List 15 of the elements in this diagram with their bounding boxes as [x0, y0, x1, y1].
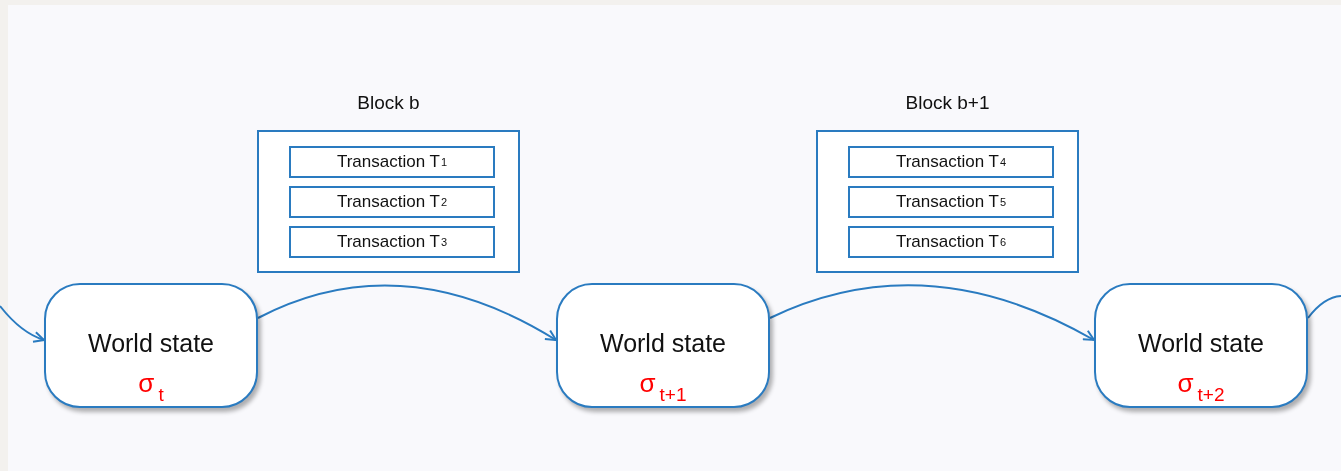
connector-line: [1307, 295, 1341, 319]
state-symbol: σ$_{t+2}$: [1177, 369, 1225, 407]
state-symbol: σ$_{t}$: [138, 369, 164, 407]
curved-arrow: [769, 284, 1095, 341]
state-box: [44, 283, 258, 408]
state-label: World state: [87, 329, 215, 358]
block-heading: Block b+1: [904, 92, 991, 114]
state-box: [556, 283, 770, 408]
state-box: [1094, 283, 1308, 408]
block-heading: Block b: [356, 92, 421, 114]
curved-arrow: [257, 284, 557, 341]
state-symbol: σ$_{t+1}$: [639, 369, 687, 407]
state-label: World state: [599, 329, 727, 358]
state-label: World state: [1137, 329, 1265, 358]
curved-arrow: [0, 305, 45, 343]
